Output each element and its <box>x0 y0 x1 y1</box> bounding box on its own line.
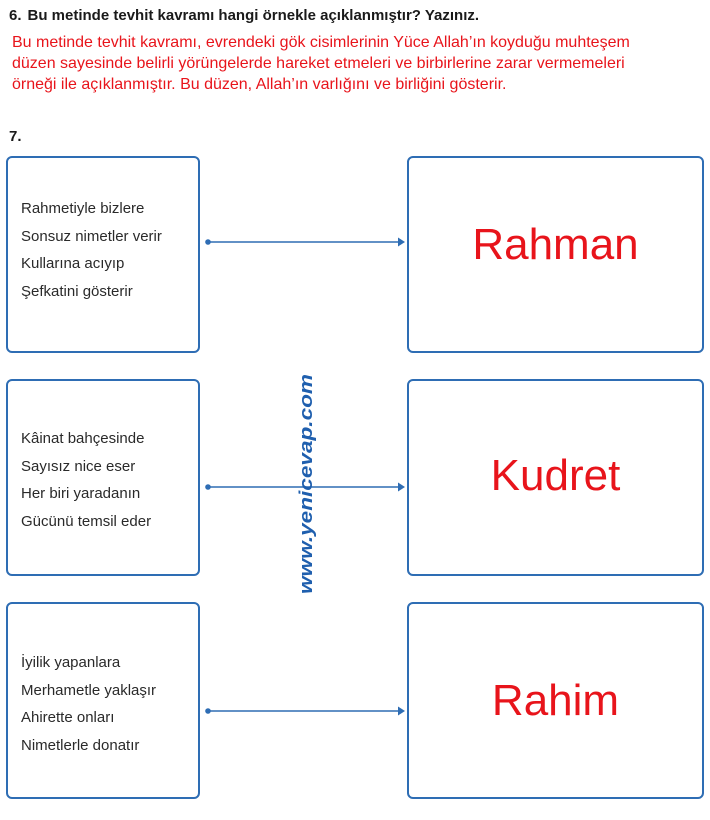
verse-line: Her biri yaradanın <box>21 485 141 502</box>
verse-line: Gücünü temsil eder <box>21 512 152 530</box>
answer-line: Bu metinde tevhit kavramı, evrendeki gök… <box>12 34 630 51</box>
verse-lines-2: Kâinat bahçesinde Sayısız nice eser Her … <box>21 425 151 535</box>
verse-line: İyilik yapanlara <box>21 654 121 671</box>
answer-box-2: Kudret <box>407 379 704 576</box>
verse-lines-3: İyilik yapanlara Merhametle yaklaşır Ahi… <box>21 649 156 759</box>
verse-line: Rahmetiyle bizlere <box>21 200 145 217</box>
question-7-number: 7. <box>9 128 22 145</box>
answer-word-kudret: Kudret <box>490 451 621 500</box>
verse-line: Ahirette onları <box>21 709 115 726</box>
watermark-text: www.yenicevap.com <box>296 374 316 594</box>
verse-line: Merhametle yaklaşır <box>21 681 157 699</box>
verse-lines-1: Rahmetiyle bizlere Sonsuz nimetler verir… <box>21 195 162 305</box>
watermark-logo: www.yenicevap.com <box>296 374 316 594</box>
question-6-answer: Bu metinde tevhit kavramı, evrendeki gök… <box>12 32 710 95</box>
verse-line: Sayısız nice eser <box>21 457 136 475</box>
verse-line: Şefkatini gösterir <box>21 282 133 300</box>
answer-word-rahman: Rahman <box>472 220 639 269</box>
question-6: 6. Bu metinde tevhit kavramı hangi örnekl… <box>9 7 479 24</box>
answer-line: örneği ile açıklanmıştır. Bu düzen, Alla… <box>12 76 507 93</box>
answer-word-rahim: Rahim <box>491 676 620 725</box>
verse-line: Sonsuz nimetler verir <box>21 227 162 245</box>
verse-line: Kullarına acıyıp <box>21 255 125 272</box>
verse-line: Nimetlerle donatır <box>21 736 140 754</box>
verse-line: Kâinat bahçesinde <box>21 430 145 447</box>
answer-box-1: Rahman <box>407 156 704 353</box>
verse-box-3: İyilik yapanlara Merhametle yaklaşır Ahi… <box>6 602 200 799</box>
connector-arrow-3 <box>205 706 405 716</box>
connector-arrow-2 <box>205 482 405 492</box>
question-6-number: 6. <box>9 7 22 24</box>
answer-box-3: Rahim <box>407 602 704 799</box>
connector-arrow-1 <box>205 237 405 247</box>
verse-box-1: Rahmetiyle bizlere Sonsuz nimetler verir… <box>6 156 200 353</box>
question-6-text: Bu metinde tevhit kavramı hangi örnekle … <box>27 7 480 24</box>
verse-box-2: Kâinat bahçesinde Sayısız nice eser Her … <box>6 379 200 576</box>
answer-line: düzen sayesinde belirli yörüngelerde har… <box>12 55 625 72</box>
